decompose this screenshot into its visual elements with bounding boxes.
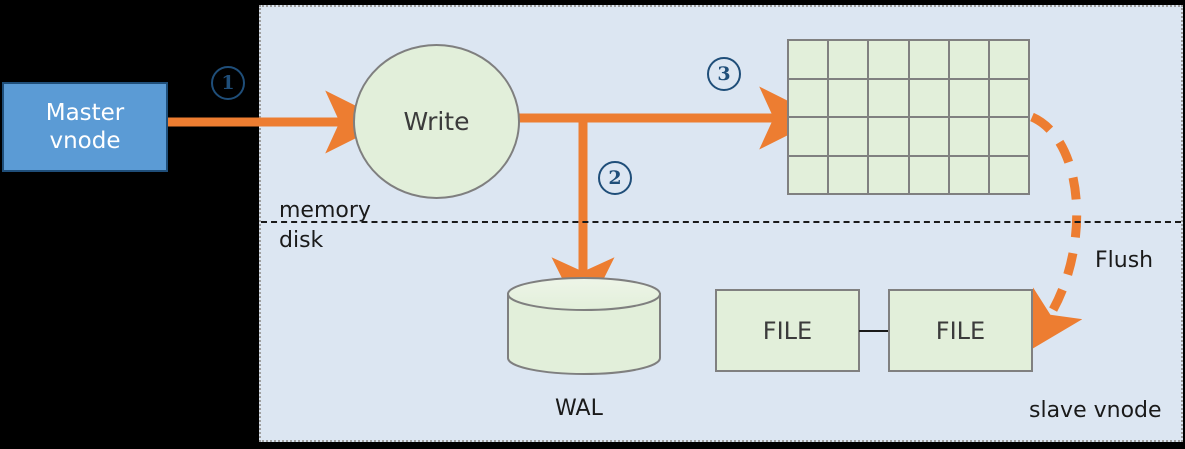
write-node[interactable]: Write (353, 44, 520, 199)
memory-disk-divider (261, 221, 1181, 223)
memtable-cell (989, 118, 1028, 155)
file-box-2[interactable]: FILE (888, 289, 1033, 372)
disk-label: disk (279, 228, 324, 253)
file-connector (859, 330, 889, 332)
memtable-cell (869, 79, 908, 116)
memtable-cell (789, 41, 828, 78)
memtable-cell (829, 118, 868, 155)
wal-label: WAL (555, 396, 603, 421)
memtable-cell (989, 156, 1028, 193)
memtable-cell (949, 79, 988, 116)
memtable-cell (949, 118, 988, 155)
memtable-cell (869, 41, 908, 78)
memtable-cell (829, 156, 868, 193)
memtable-cell (829, 79, 868, 116)
memtable-cell (789, 118, 828, 155)
memtable-cell (909, 118, 948, 155)
memtable-cell (949, 41, 988, 78)
memtable-cell (869, 156, 908, 193)
step-number-2: 2 (598, 161, 632, 195)
memtable-cell (789, 156, 828, 193)
memtable-cell (909, 156, 948, 193)
memtable-cell (989, 41, 1028, 78)
memtable-grid[interactable] (787, 39, 1030, 195)
memtable-cell (909, 79, 948, 116)
step-number-3: 3 (707, 57, 741, 91)
slave-vnode-label: slave vnode (1029, 398, 1162, 423)
memtable-cell (869, 118, 908, 155)
memtable-cell (989, 79, 1028, 116)
memtable-cell (829, 41, 868, 78)
flush-label: Flush (1095, 248, 1154, 273)
memtable-cell (789, 79, 828, 116)
memtable-cell (949, 156, 988, 193)
step-number-1: 1 (211, 66, 245, 100)
memtable-cell (909, 41, 948, 78)
memory-label: memory (279, 198, 371, 223)
file-box-1[interactable]: FILE (715, 289, 860, 372)
master-vnode-box[interactable]: Master vnode (2, 82, 168, 172)
